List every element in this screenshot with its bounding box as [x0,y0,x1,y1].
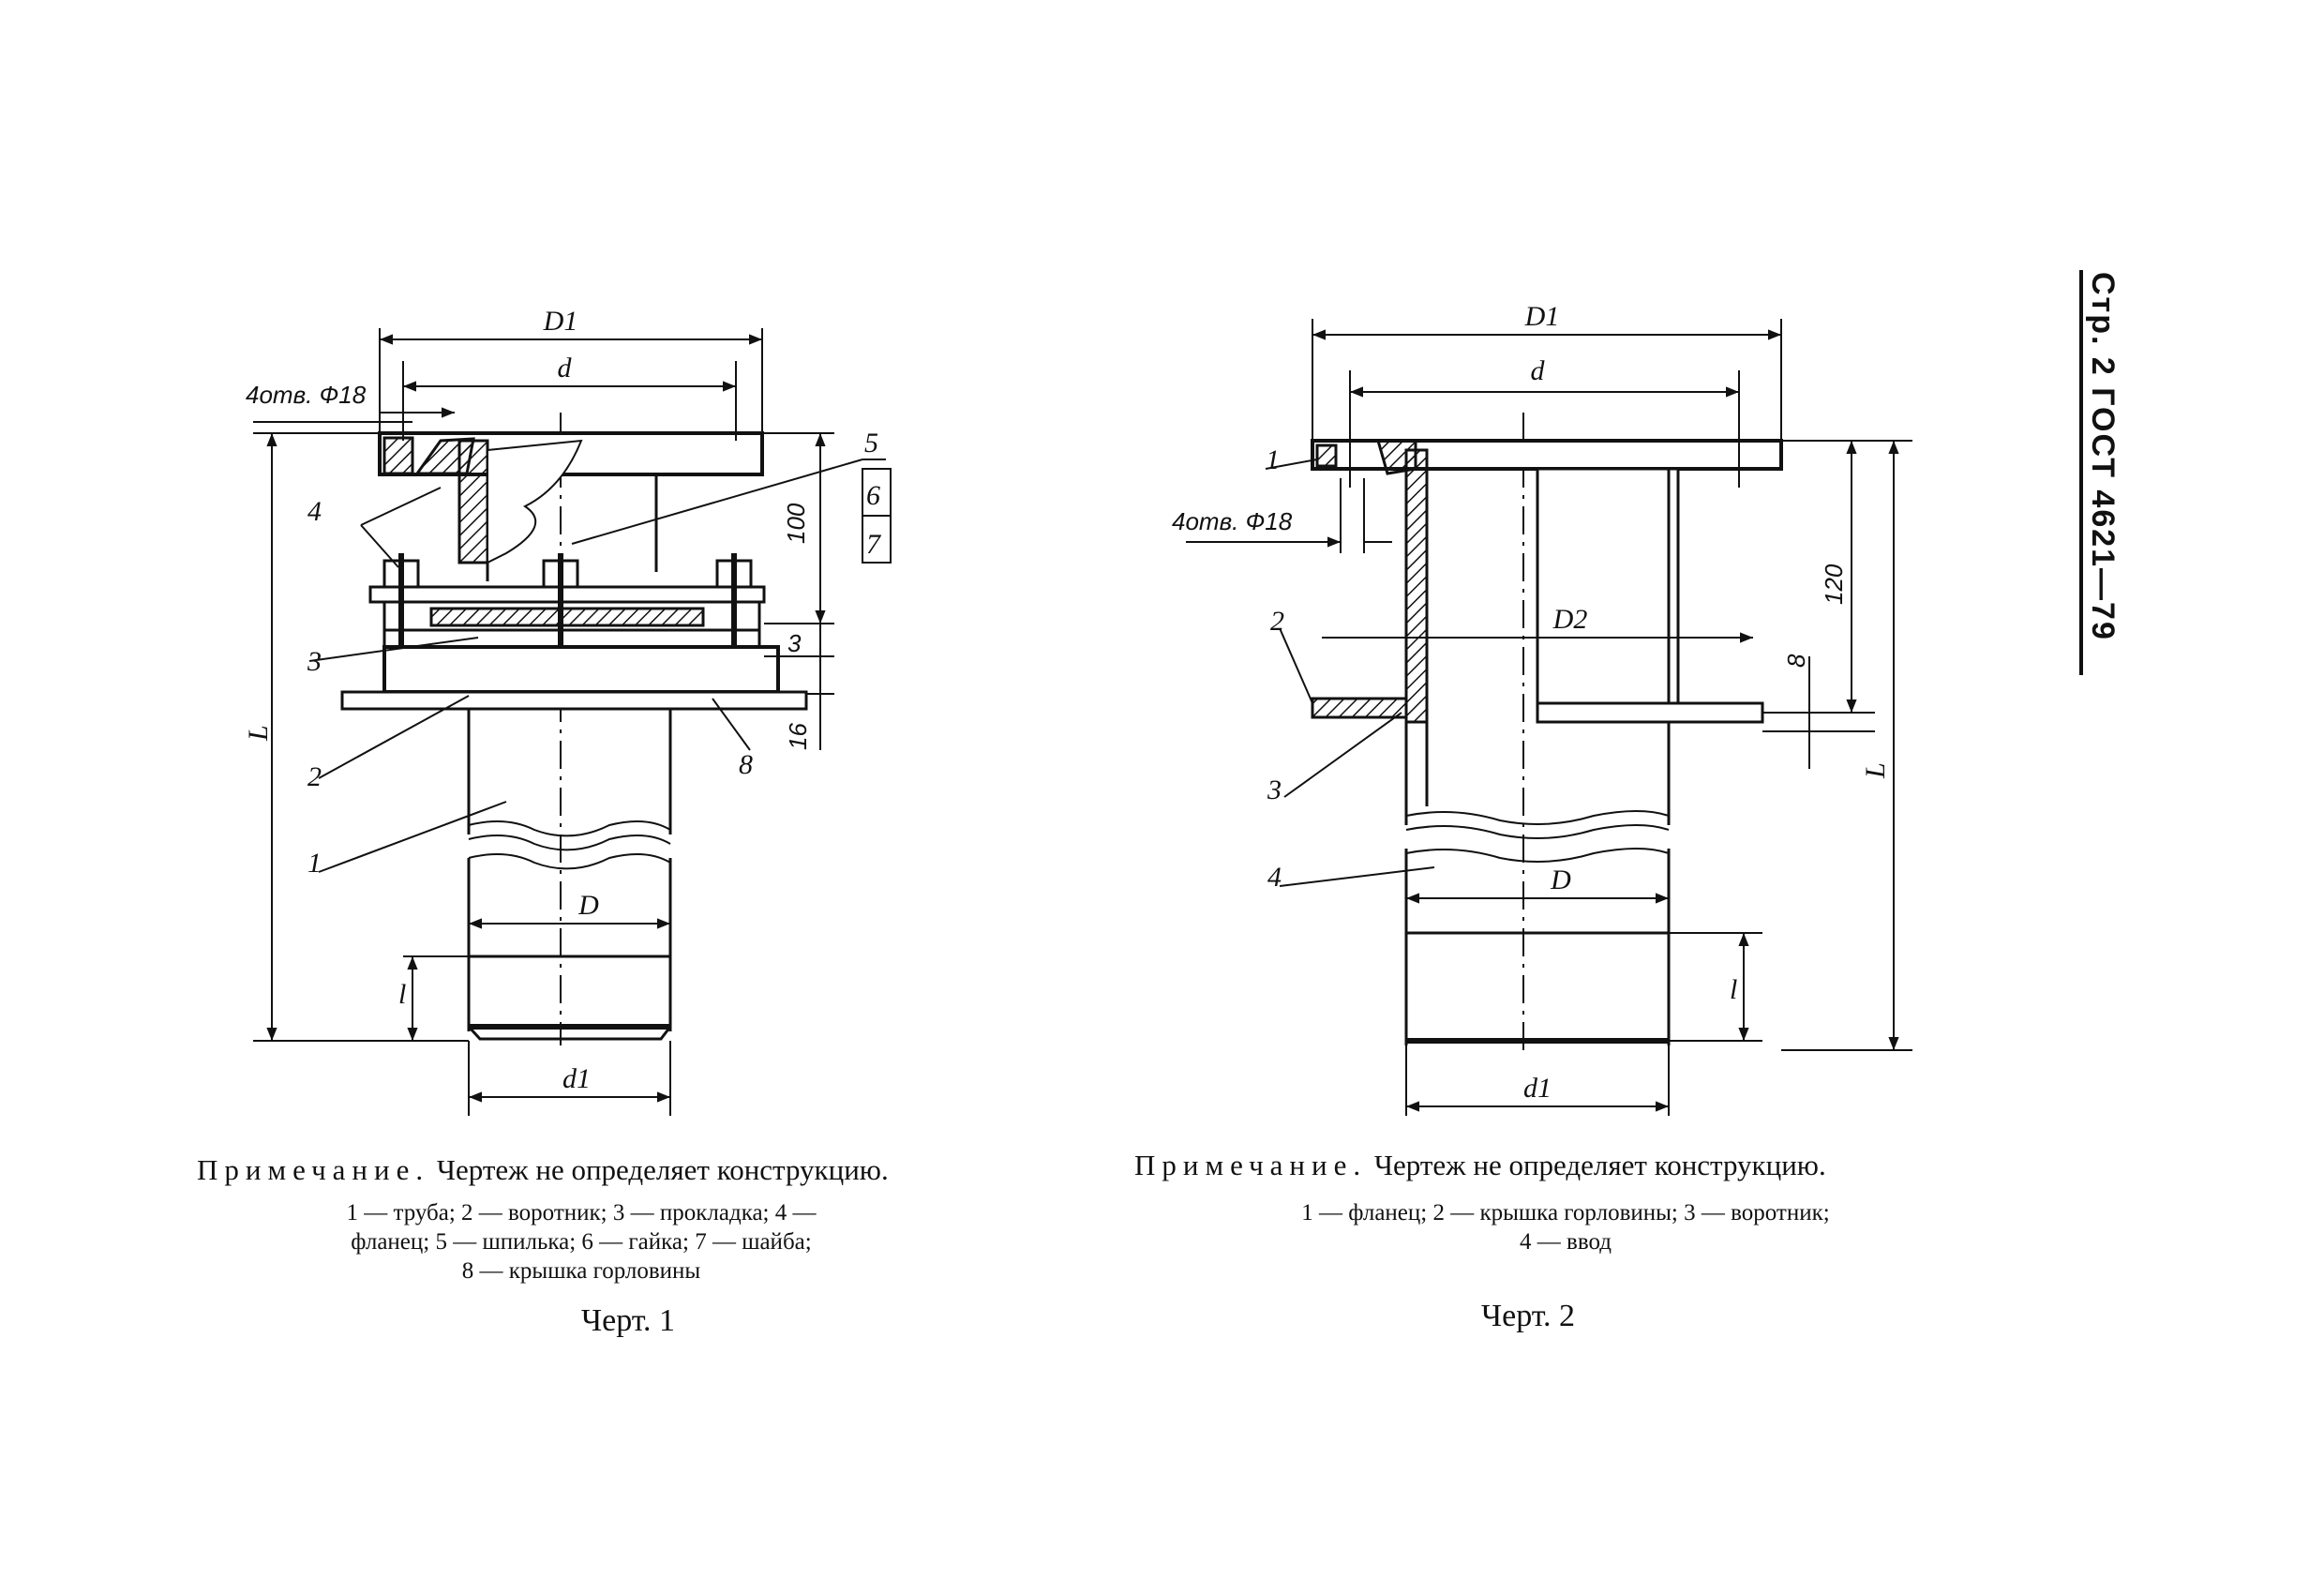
dim-d: d [558,353,573,383]
dim2-d1-top: D1 [1524,301,1560,332]
legend-2-line-2: 4 — ввод [1520,1229,1612,1255]
note-1-text: Чертеж не определяет конструкцию. [436,1153,889,1186]
note-1-prefix: Примечание. [197,1153,430,1186]
dim2-8: 8 [1782,654,1810,668]
dim2-l-small: l [1730,974,1737,1005]
dim2-120: 120 [1820,564,1848,605]
caption-2: Черт. 2 [1481,1299,1576,1333]
legend-2-line-1: 1 — фланец; 2 — крышка горловины; 3 — во… [1301,1200,1830,1226]
note-2-text: Чертеж не определяет конструкцию. [1373,1149,1826,1181]
dim-d1-bottom: d1 [562,1063,591,1094]
caption-1: Черт. 1 [581,1303,676,1338]
dim-pipe-d: D [577,890,599,921]
page-label: Стр. 2 ГОСТ 4621—79 [2085,272,2121,641]
dim-100: 100 [782,503,810,544]
callout-2: 2 [307,761,322,792]
legend-1: 1 — труба; 2 — воротник; 3 — прокладка; … [253,1198,909,1286]
callout-4: 4 [307,496,322,527]
dim-d1-top: D1 [543,306,578,337]
dim2-d2: D2 [1552,604,1588,635]
dim-holes: 4отв. Ф18 [246,381,367,409]
callout2-2: 2 [1270,606,1284,637]
callout-3: 3 [307,646,322,677]
note-2: Примечание. Чертеж не определяет констру… [1134,1149,1826,1182]
legend-1-line-1: 1 — труба; 2 — воротник; 3 — прокладка; … [346,1200,817,1226]
legend-1-line-3: 8 — крышка горловины [461,1258,701,1284]
dim2-holes: 4отв. Ф18 [1172,507,1293,535]
callout-1: 1 [307,848,322,879]
note-1: Примечание. Чертеж не определяет констру… [197,1153,889,1187]
dim-l-total: L [243,725,274,742]
note-2-prefix: Примечание. [1134,1149,1368,1181]
callout-7: 7 [866,529,882,560]
legend-2: 1 — фланец; 2 — крышка горловины; 3 — во… [1181,1198,1950,1256]
dim2-pipe-d: D [1550,865,1571,895]
dim-3: 3 [787,629,802,657]
dim-16: 16 [784,723,812,750]
callout2-4: 4 [1267,862,1282,893]
callout-8: 8 [739,749,753,780]
legend-1-line-2: фланец; 5 — шпилька; 6 — гайка; 7 — шайб… [351,1229,812,1255]
callout-5: 5 [864,428,878,459]
dim2-d1-bottom: d1 [1523,1073,1552,1104]
page-label-rule [2079,270,2083,675]
callout2-3: 3 [1267,774,1282,805]
dim2-d: d [1531,355,1546,386]
callout2-1: 1 [1266,444,1280,475]
callout-6: 6 [866,480,880,511]
dim-l-small: l [398,979,406,1010]
dim2-l-total: L [1860,762,1891,779]
